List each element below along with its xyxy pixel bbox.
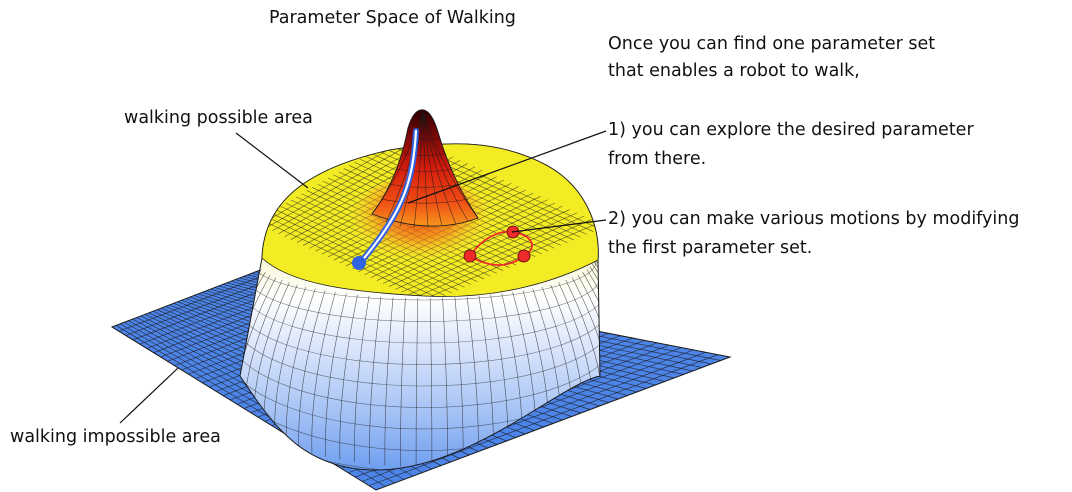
dome-latitude-line: [240, 330, 600, 408]
intro-line-1: Once you can find one parameter set: [608, 34, 936, 54]
dome-mesh-line: [325, 293, 347, 457]
leader-possible-area: [235, 132, 309, 189]
dome-latitude-line: [240, 316, 600, 387]
label-walking-possible-area: walking possible area: [124, 108, 313, 128]
point-2-line-2: the first parameter set.: [608, 238, 813, 258]
dome-mesh-line: [384, 297, 394, 466]
dome-mesh-line: [571, 277, 600, 419]
intro-line-2: that enables a robot to walk,: [608, 61, 860, 81]
spike-mesh-line: [371, 111, 424, 215]
motion-point-3: [517, 249, 531, 263]
diagram-title: Parameter Space of Walking: [269, 8, 516, 28]
leader-impossible-area: [119, 367, 179, 424]
start-parameter-point: [352, 256, 366, 270]
label-walking-impossible-area: walking impossible area: [10, 427, 221, 447]
dome-mesh-line: [240, 277, 277, 419]
leader-point-2: [511, 219, 607, 233]
spike-mesh-line: [422, 111, 457, 225]
plateau-grid-line: [401, 212, 577, 293]
leader-lines: [119, 130, 607, 424]
dome-latitude-line: [246, 275, 600, 322]
spike-mesh-line: [413, 111, 424, 229]
spike-ring-line: [409, 138, 441, 141]
dome-mesh-line: [565, 279, 600, 425]
dome-mesh-line: [582, 272, 600, 406]
plateau-grid-line: [419, 222, 599, 297]
dome-latitude-line: [251, 261, 597, 301]
dome-mesh-line: [298, 290, 326, 450]
plateau-grid-line: [407, 215, 585, 296]
point-1-line-2: from there.: [608, 149, 707, 169]
spike-mesh-line: [422, 111, 429, 229]
dome-mesh-line: [285, 288, 316, 446]
point-2-line-1: 2) you can make various motions by modif…: [608, 209, 1020, 229]
dome-mesh-line: [429, 297, 433, 467]
dome-mesh-line: [369, 296, 382, 464]
leader-point-1: [407, 130, 607, 204]
motion-point-1: [463, 249, 477, 263]
motion-variations: [463, 225, 533, 266]
spike-mesh-line: [422, 111, 479, 219]
spike-ring-line: [396, 168, 454, 172]
plateau-grid-line: [395, 209, 570, 290]
dome-mesh-line: [442, 297, 448, 467]
exploration-path: [352, 128, 419, 270]
dome-mesh-line: [311, 292, 336, 454]
spike-mesh-line: [422, 111, 443, 227]
optimal-peak: [371, 109, 479, 229]
dome-latitude-line: [240, 344, 600, 430]
point-1-line-1: 1) you can explore the desired parameter: [608, 120, 974, 140]
floor-grid-line: [368, 354, 718, 487]
dome-mesh-line: [415, 297, 419, 467]
plateau-grid-line: [413, 219, 592, 297]
dome-latitude-line: [240, 303, 600, 365]
spike-mesh-line: [385, 111, 424, 223]
spike-ring-line: [389, 183, 461, 188]
dome-mesh-line: [454, 297, 464, 466]
dome-mesh-line: [400, 297, 406, 467]
spike-ring-line: [403, 153, 447, 156]
spike-ring-line: [380, 198, 470, 204]
dome-latitude-line: [241, 289, 600, 344]
